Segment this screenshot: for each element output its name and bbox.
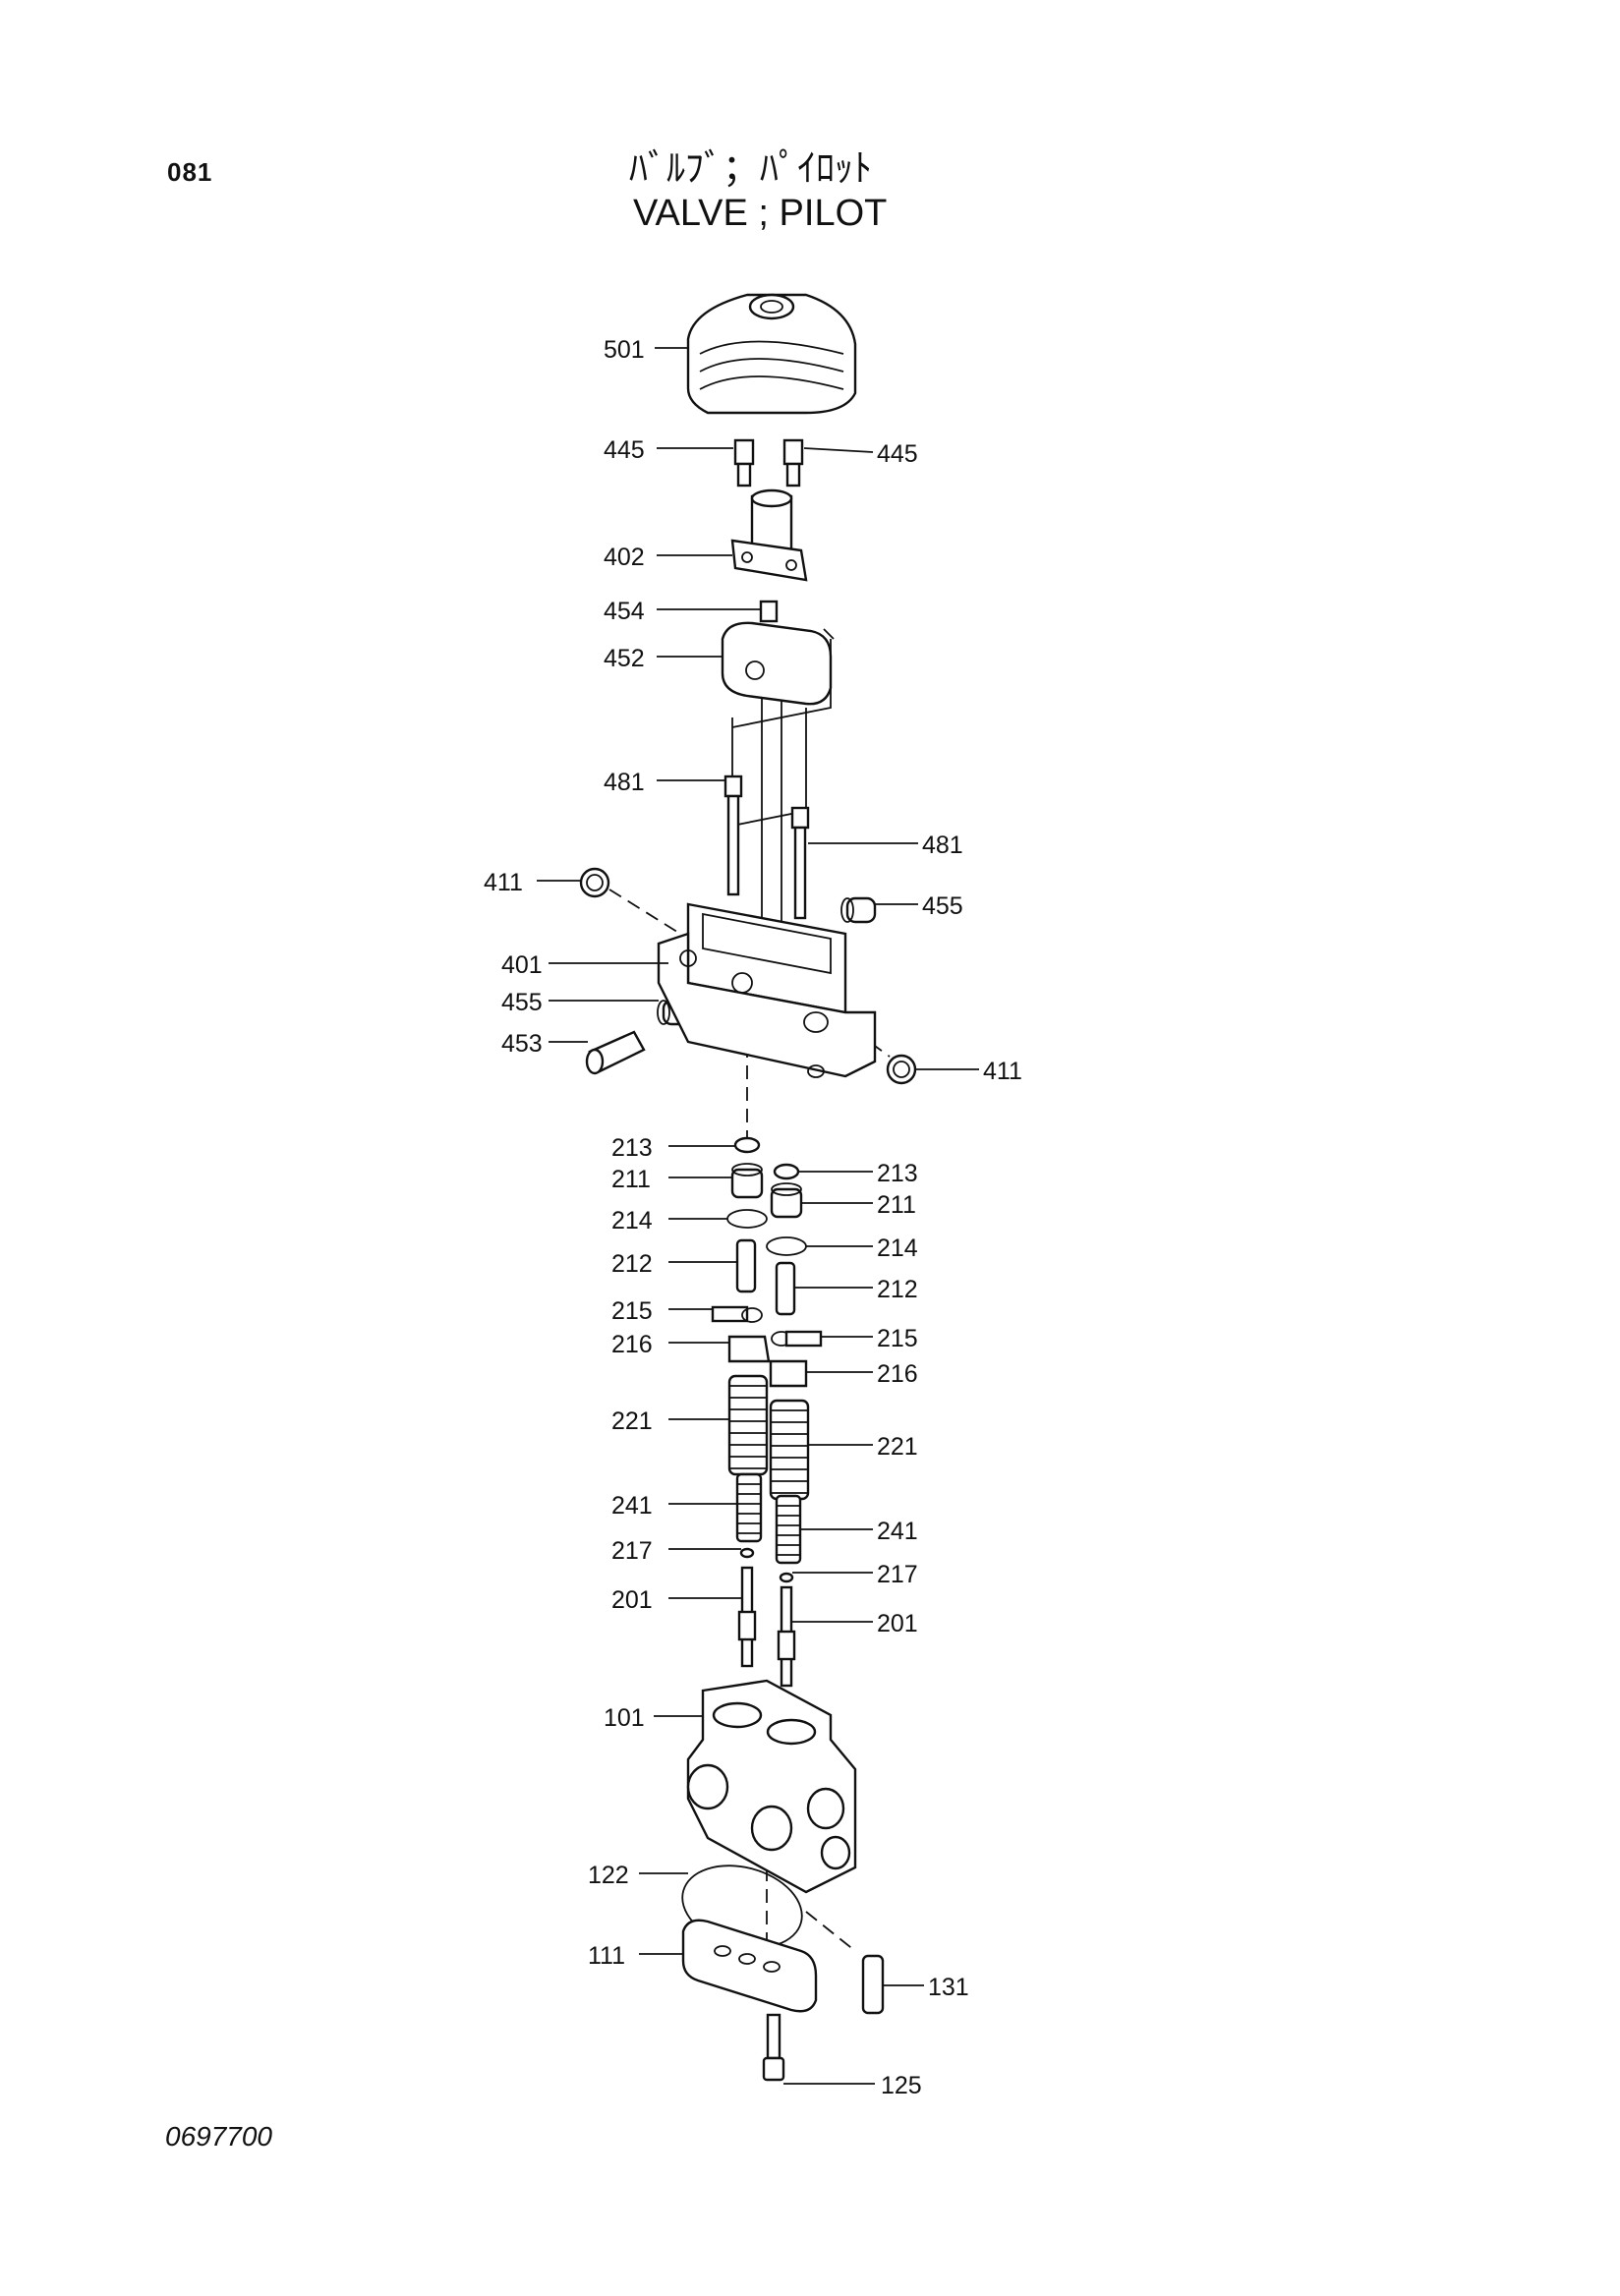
callout-455-left: 455 [501, 989, 543, 1016]
callout-217-left: 217 [611, 1537, 653, 1565]
callout-201-left: 201 [611, 1586, 653, 1614]
o-ring-dash [805, 1911, 856, 1952]
callout-241-right: 241 [877, 1518, 918, 1545]
callout-452: 452 [604, 645, 645, 672]
part-131-pin [861, 1954, 885, 2015]
callout-217-right: 217 [877, 1561, 918, 1588]
drawing-number: 0697700 [165, 2121, 273, 2152]
callout-221-right: 221 [877, 1433, 918, 1461]
part-481-bolts [723, 775, 810, 920]
callout-125: 125 [881, 2072, 922, 2099]
callout-481-left: 481 [604, 769, 645, 796]
callout-481-right: 481 [922, 832, 963, 859]
part-217-washer-right [779, 1572, 794, 1583]
part-402-bracket [730, 488, 808, 582]
callout-411-left: 411 [484, 869, 523, 896]
diagram-title-english: VALVE ; PILOT [633, 193, 888, 234]
part-411-plug-right [886, 1054, 917, 1085]
callout-454: 454 [604, 598, 645, 625]
leader-lines [537, 347, 979, 2085]
callout-455-right: 455 [922, 892, 963, 920]
callout-211-right: 211 [877, 1191, 916, 1219]
callout-216-right: 216 [877, 1360, 918, 1388]
part-201-spools [737, 1566, 796, 1688]
callout-411-right: 411 [983, 1058, 1022, 1085]
part-241-springs [735, 1472, 802, 1565]
page-number: 081 [167, 157, 213, 187]
part-452-cam [721, 621, 835, 728]
callout-215-left: 215 [611, 1297, 653, 1325]
callout-241-left: 241 [611, 1492, 653, 1520]
callout-501: 501 [604, 336, 645, 364]
callout-216-left: 216 [611, 1331, 653, 1358]
callout-401: 401 [501, 951, 543, 979]
callout-213-right: 213 [877, 1160, 918, 1187]
part-454-set-screw [759, 600, 779, 623]
part-stack-right [766, 1163, 823, 1388]
callout-445-left: 445 [604, 436, 645, 464]
part-push-rods [731, 698, 807, 934]
callout-445-right: 445 [877, 440, 918, 468]
part-411-plug-left [579, 867, 610, 898]
part-453-pin [585, 1030, 646, 1075]
callout-402: 402 [604, 544, 645, 571]
callout-214-left: 214 [611, 1207, 653, 1234]
part-stack-left [711, 1136, 771, 1363]
callout-214-right: 214 [877, 1234, 918, 1262]
diagram-title-japanese: ﾊﾞﾙﾌﾞ；ﾊﾟｲﾛｯﾄ [629, 146, 873, 190]
callout-212-right: 212 [877, 1276, 918, 1303]
callout-201-right: 201 [877, 1610, 918, 1637]
callout-215-right: 215 [877, 1325, 918, 1352]
callout-122: 122 [588, 1862, 629, 1889]
plug-left-leader-dash [608, 889, 689, 940]
part-455-bushing-right [840, 896, 877, 924]
part-217-washer-left [739, 1547, 755, 1559]
callout-453: 453 [501, 1030, 543, 1058]
callout-212-left: 212 [611, 1250, 653, 1278]
part-101-body [686, 1679, 857, 1894]
part-445-bolts [733, 438, 804, 488]
callout-101: 101 [604, 1704, 645, 1732]
callout-211-left: 211 [611, 1166, 651, 1193]
part-501-boot [686, 293, 857, 415]
callout-221-left: 221 [611, 1407, 653, 1435]
part-111-plate [681, 1919, 818, 2013]
callout-111: 111 [588, 1942, 625, 1970]
part-125-bolt [762, 2013, 785, 2082]
callout-213-left: 213 [611, 1134, 653, 1162]
callout-131: 131 [928, 1974, 969, 2001]
part-401-casing [657, 902, 877, 1078]
